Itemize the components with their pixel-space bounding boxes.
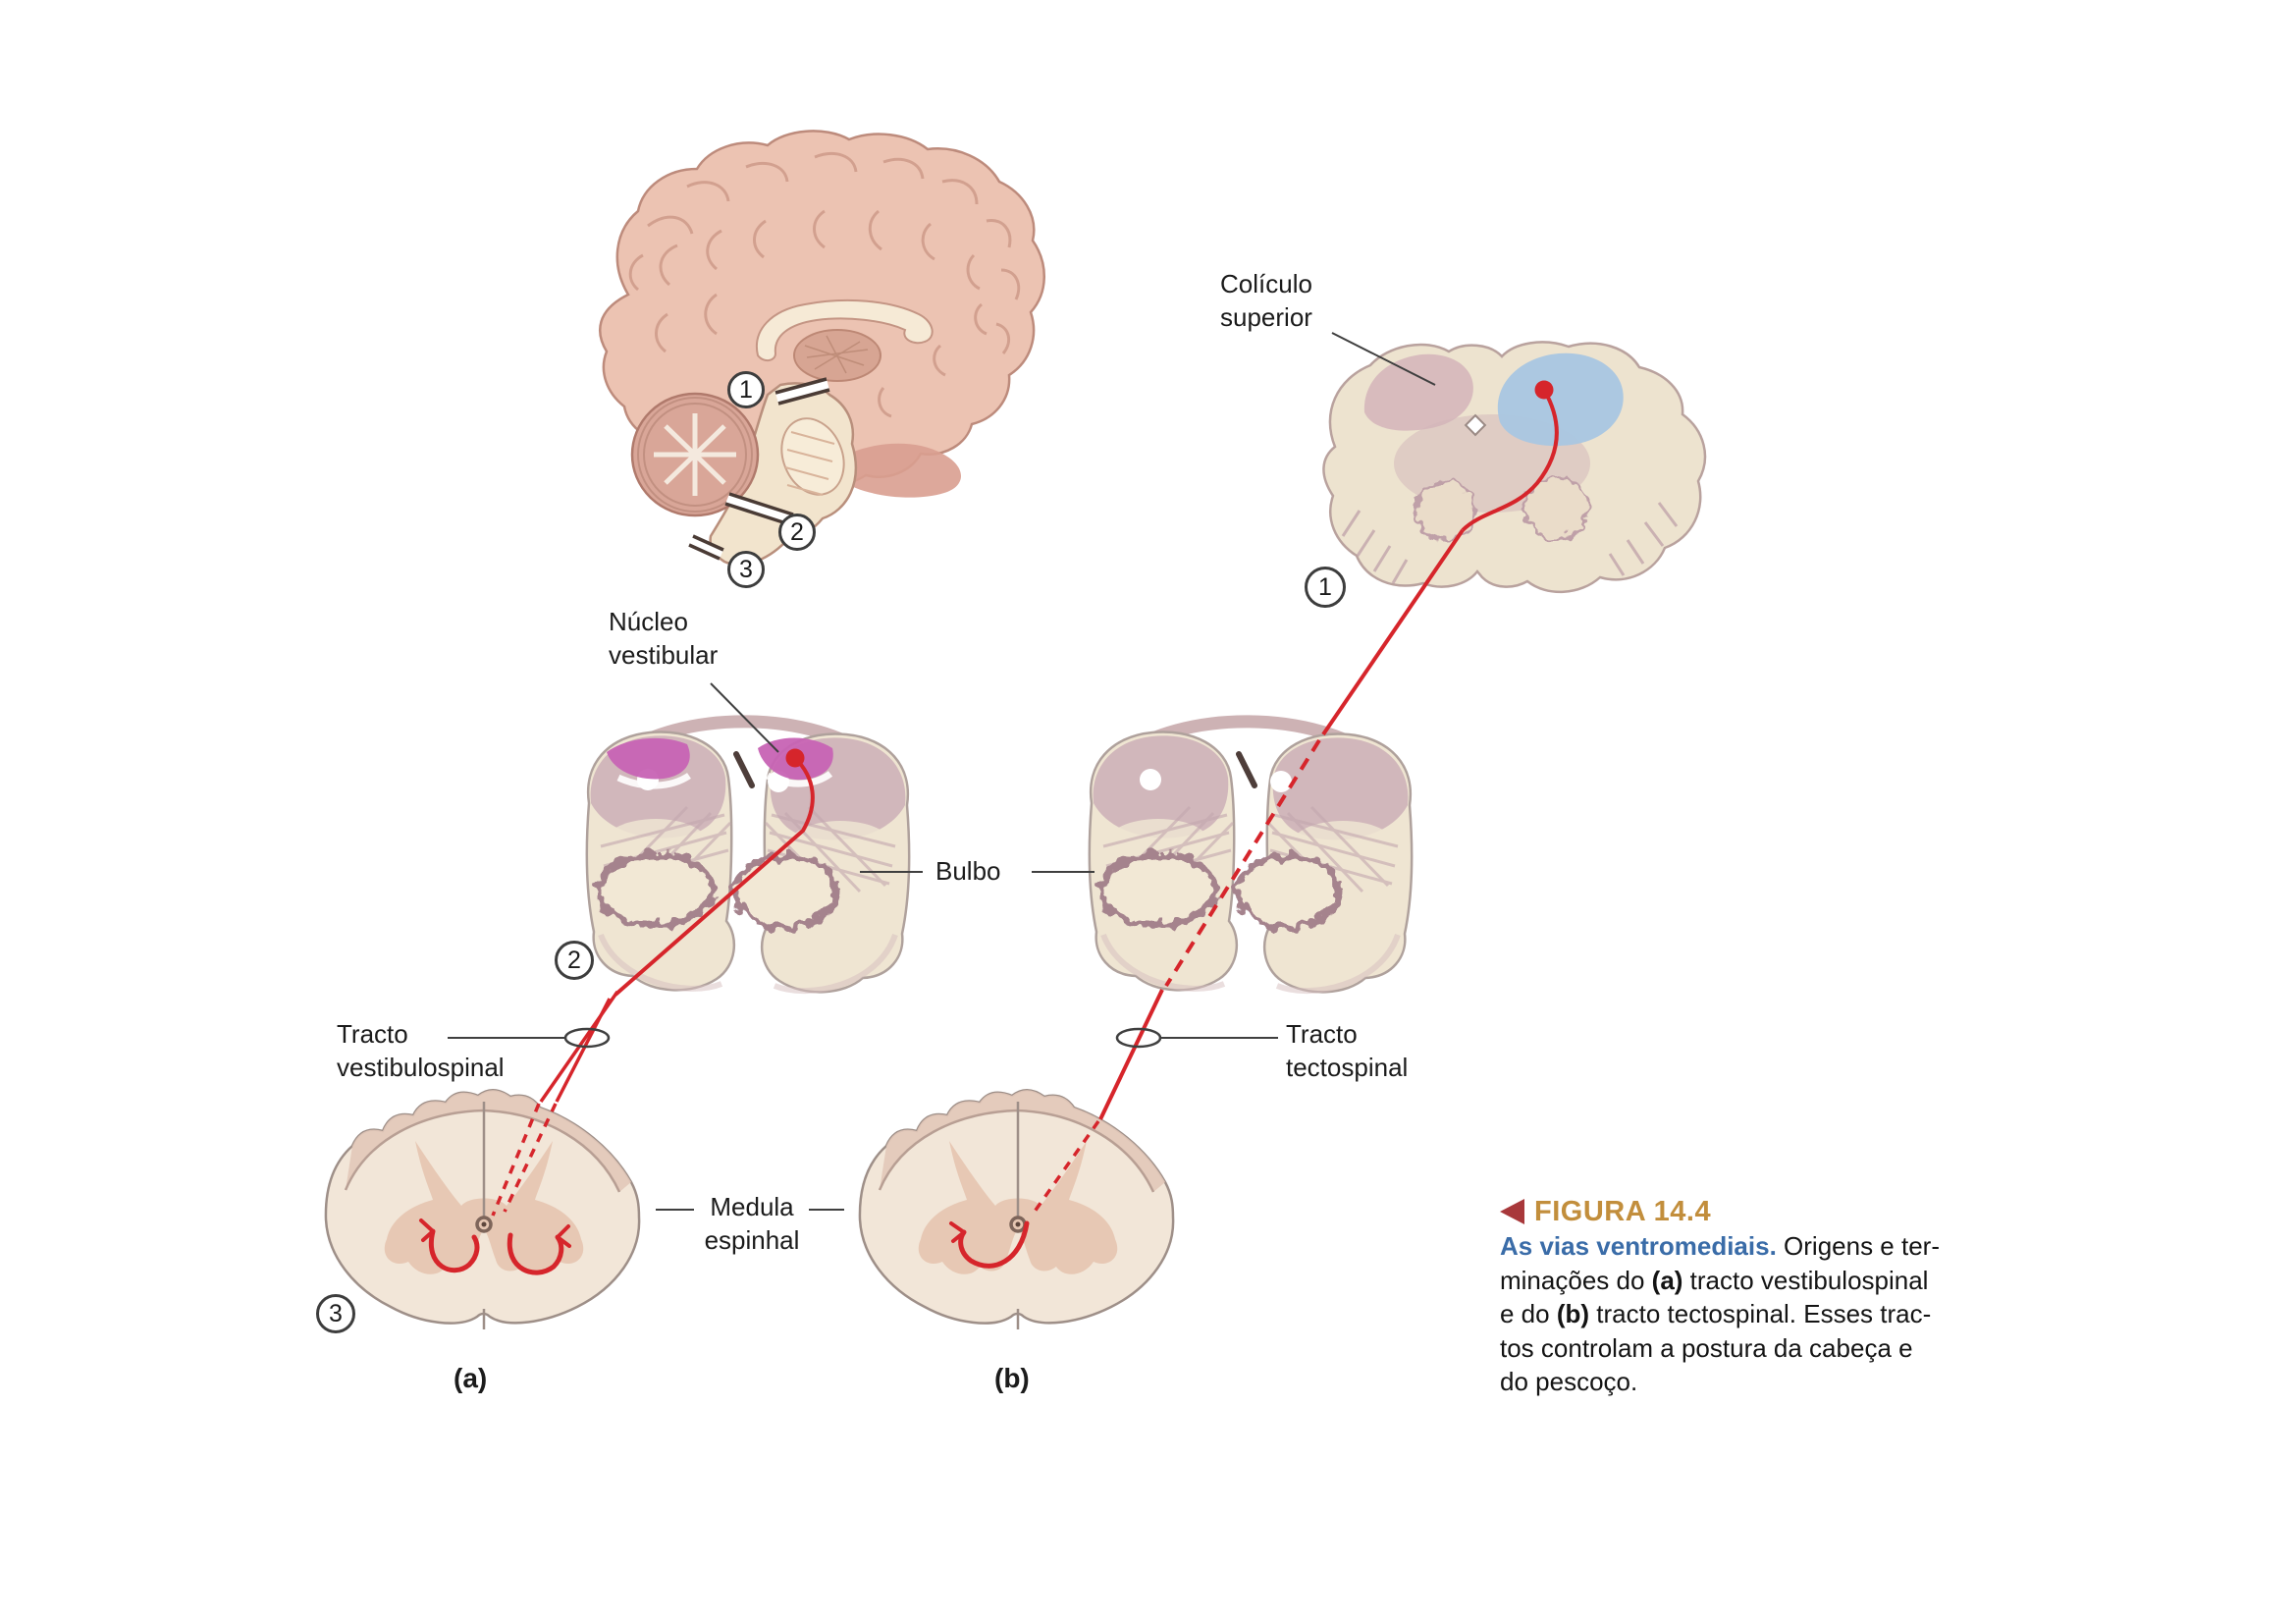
inferior-olive-left <box>595 850 717 929</box>
sagittal-brain-illustration <box>599 130 1045 567</box>
nucleo-leader <box>710 682 779 753</box>
tectospinal-tract-line <box>949 389 1559 1269</box>
label-medula-espinhal: Medula espinhal <box>704 1192 800 1255</box>
brain-level-marker-2: 2 <box>778 514 816 551</box>
inferior-olive-right <box>730 852 840 931</box>
section-cut-3 <box>688 534 724 561</box>
vestibular-nucleus-origin-dot <box>785 748 805 768</box>
cerebral-aqueduct <box>1464 413 1487 437</box>
vestibulospinal-tract-line <box>419 756 815 1275</box>
cerebral-peduncle-striations <box>1341 502 1679 584</box>
dorsal-midline-notch <box>733 751 755 788</box>
label-coliculo-superior: Colículo superior <box>1220 269 1312 332</box>
section-cut-1 <box>774 377 830 406</box>
temporal-underside <box>831 443 962 498</box>
brain-level-marker-1: 1 <box>727 371 765 408</box>
spinal-section-base <box>324 1089 641 1329</box>
label-nucleo-vestibular: Núcleo vestibular <box>609 607 719 670</box>
midbrain-section-illustration <box>1322 341 1707 593</box>
panel-label-a: (a) <box>454 1363 488 1393</box>
figure-caption: FIGURA 14.4 As vias ventromediais. Orige… <box>1500 1195 1940 1396</box>
coliculo-leader <box>1331 332 1436 386</box>
bulbo-section-marker: 2 <box>555 941 594 980</box>
spinal-section-b <box>858 1088 1175 1331</box>
panel-label-b: (b) <box>994 1363 1030 1393</box>
label-bulbo: Bulbo <box>935 856 1001 886</box>
medulla-section-b <box>1090 722 1412 992</box>
caption-title: As vias ventromediais. <box>1500 1231 1777 1261</box>
corpus-callosum <box>755 298 934 361</box>
midbrain-section-marker: 1 <box>1305 567 1346 608</box>
colliculus-origin-dot <box>1534 380 1554 400</box>
dorsal-column-band <box>346 1090 631 1192</box>
medula-section-marker: 3 <box>316 1294 355 1333</box>
caption-arrow-icon <box>1500 1199 1524 1224</box>
figure-number: FIGURA 14.4 <box>1534 1195 1712 1227</box>
gyri-texture <box>628 152 1021 418</box>
label-tracto-vestibulospinal: Tracto vestibulospinal <box>337 1019 505 1082</box>
cerebellum-folia <box>654 413 736 496</box>
section-cut-2 <box>724 492 794 526</box>
tectum-left-bump <box>1363 353 1473 431</box>
brain-level-marker-3: 3 <box>727 551 765 588</box>
reticular-texture <box>600 805 896 897</box>
superior-colliculus-highlight <box>1497 352 1624 447</box>
leader-lines <box>448 332 1436 1211</box>
label-tracto-tectospinal: Tracto tectospinal <box>1286 1019 1409 1082</box>
